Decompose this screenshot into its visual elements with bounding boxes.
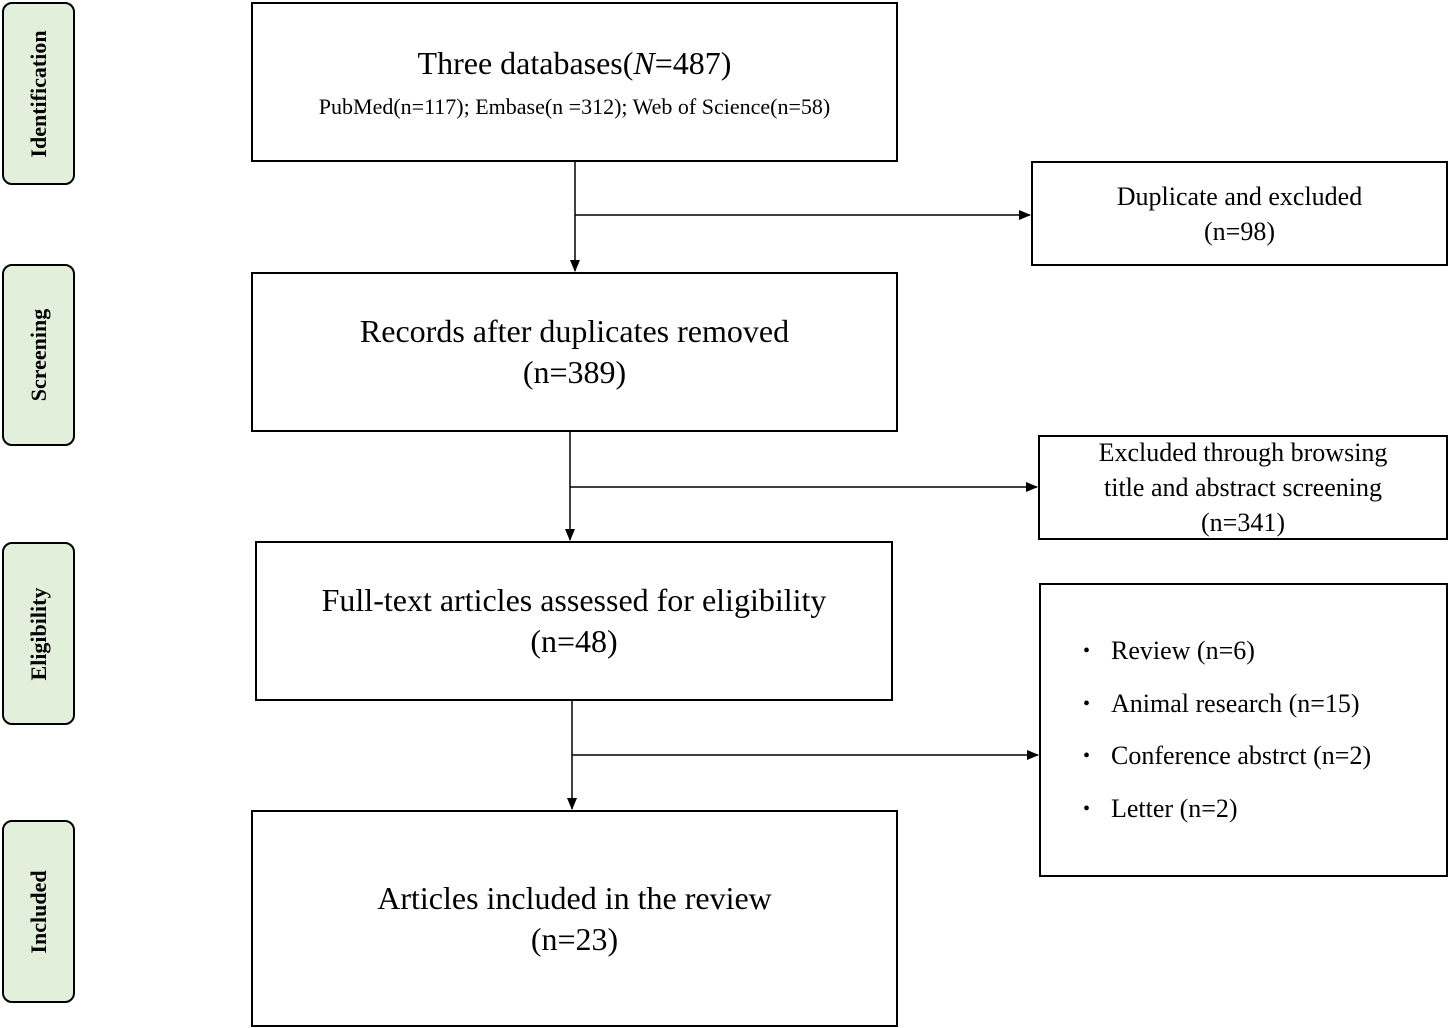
databases-box: Three databases(N=487) PubMed(n=117); Em…: [251, 2, 898, 162]
duplicates-count: (n=98): [1204, 216, 1275, 246]
stage-eligibility: Eligibility: [2, 542, 75, 725]
list-item: Letter (n=2): [1041, 783, 1371, 836]
duplicates-box: Duplicate and excluded (n=98): [1031, 161, 1448, 266]
duplicates-title: Duplicate and excluded: [1116, 181, 1363, 211]
stage-identification: Identification: [2, 2, 75, 185]
title-abstract-line1: Excluded through browsing: [1098, 438, 1388, 467]
included-box: Articles included in the review (n=23): [251, 810, 898, 1027]
full-text-box: Full-text articles assessed for eligibil…: [255, 541, 893, 701]
included-count: (n=23): [530, 920, 619, 957]
full-text-count: (n=48): [530, 623, 618, 659]
after-duplicates-title: Records after duplicates removed: [359, 313, 790, 349]
title-abstract-count: (n=341): [1201, 508, 1285, 537]
after-duplicates-count: (n=389): [522, 354, 627, 390]
list-item: Review (n=6): [1041, 625, 1371, 678]
stage-included: Included: [2, 820, 75, 1003]
included-title: Articles included in the review: [377, 879, 772, 916]
exclusion-reasons-list: Review (n=6) Animal research (n=15) Conf…: [1041, 625, 1371, 835]
databases-title: Three databases(N=487): [417, 44, 732, 81]
stage-screening: Screening: [2, 264, 75, 446]
list-item: Animal research (n=15): [1041, 678, 1371, 731]
title-abstract-line2: title and abstract screening: [1104, 473, 1382, 502]
full-text-excluded-box: Review (n=6) Animal research (n=15) Conf…: [1039, 583, 1448, 877]
databases-detail: PubMed(n=117); Embase(n =312); Web of Sc…: [318, 93, 831, 119]
after-duplicates-box: Records after duplicates removed (n=389): [251, 272, 898, 432]
list-item: Conference abstrct (n=2): [1041, 730, 1371, 783]
full-text-title: Full-text articles assessed for eligibil…: [321, 582, 827, 618]
title-abstract-excluded-box: Excluded through browsing title and abst…: [1038, 435, 1448, 540]
